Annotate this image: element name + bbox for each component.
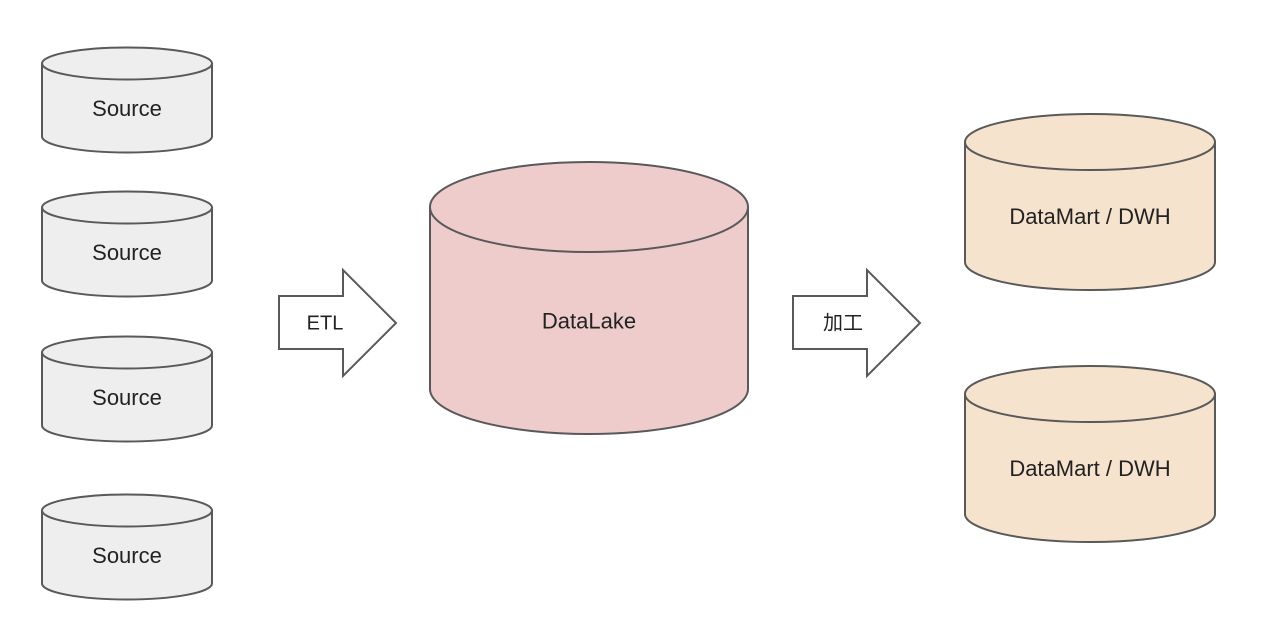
datamart-db-2: DataMart / DWH [964,365,1216,543]
source-db-4: Source [41,493,213,601]
etl-arrow: ETL [278,267,398,379]
datamart-db-1-body [964,141,1216,291]
datamart-db-2-body [964,393,1216,543]
datamart-db-1: DataMart / DWH [964,113,1216,291]
source-db-2-body [41,206,213,298]
source-db-1: Source [41,46,213,154]
etl-arrow-shape [278,267,398,379]
datalake-db-label: DataLake [542,308,636,333]
source-db-1-label: Source [92,96,162,121]
source-db-3-label: Source [92,385,162,410]
datalake-db-top [429,161,749,253]
source-db-2-top [41,190,213,225]
datalake-db-body [429,206,749,435]
source-db-4-top [41,493,213,528]
datamart-db-1-top [964,113,1216,171]
datalake-db: DataLake [429,161,749,435]
process-arrow: 加工 [792,267,922,379]
source-db-4-label: Source [92,543,162,568]
source-db-3-top [41,335,213,370]
source-db-2: Source [41,190,213,298]
datamart-db-2-top [964,365,1216,423]
source-db-4-body [41,509,213,601]
source-db-1-top [41,46,213,81]
datamart-db-2-label: DataMart / DWH [1009,456,1170,481]
source-db-1-body [41,62,213,154]
process-arrow-shape [792,267,922,379]
source-db-3-body [41,351,213,443]
source-db-2-label: Source [92,240,162,265]
source-db-3: Source [41,335,213,443]
datamart-db-1-label: DataMart / DWH [1009,204,1170,229]
etl-arrow-label: ETL [307,312,344,334]
process-arrow-label: 加工 [823,311,863,334]
